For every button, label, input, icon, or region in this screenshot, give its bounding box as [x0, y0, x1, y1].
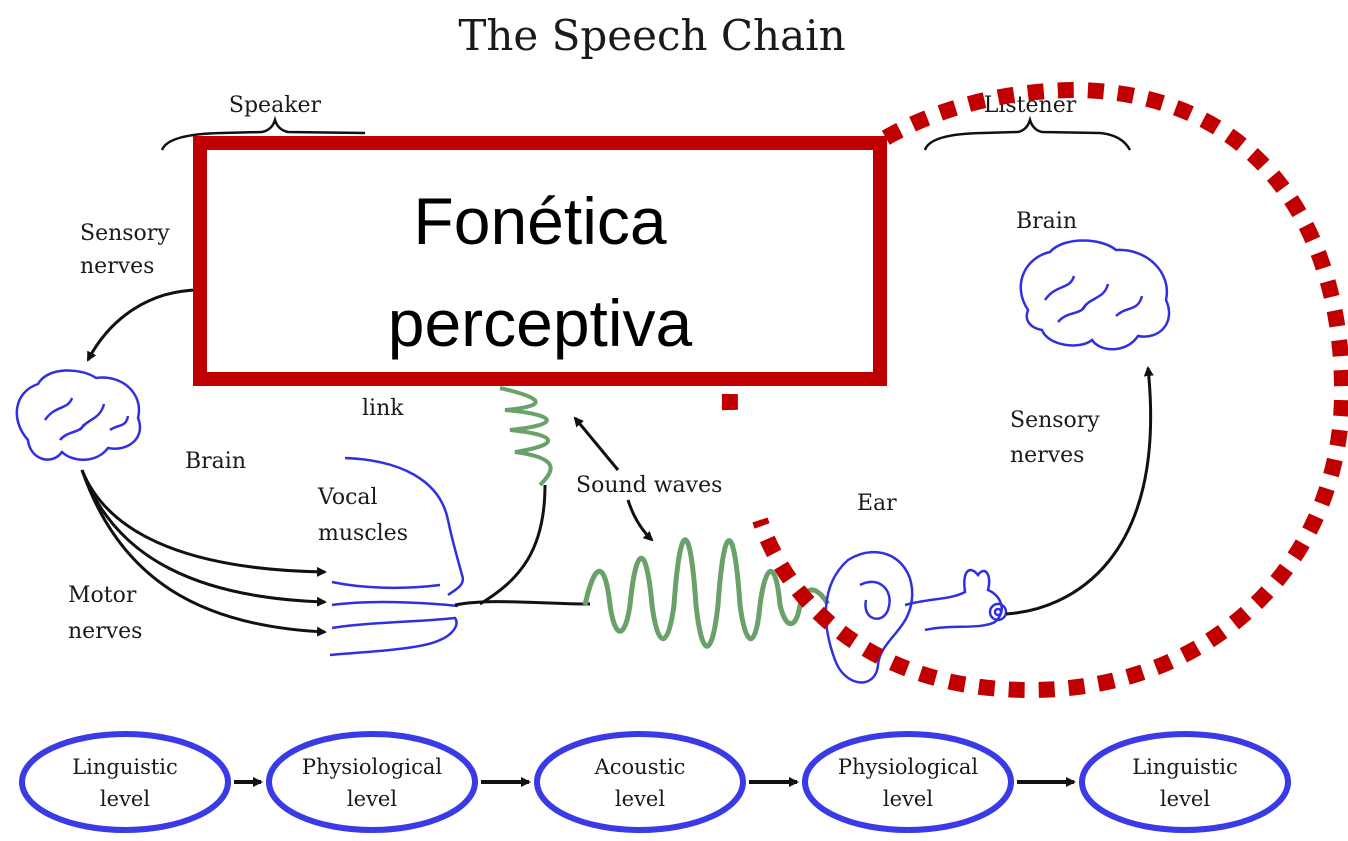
listener-sensory-nerves-arrow: [1006, 368, 1151, 614]
diagram-title: The Speech Chain: [458, 11, 845, 60]
air-flow-line: [455, 602, 590, 605]
speaker-sensory-nerves-line1: Sensory: [80, 221, 170, 246]
speaker-brain-icon: [17, 370, 140, 459]
level-label-line2: level: [883, 787, 933, 811]
sound-wave: [585, 540, 828, 647]
sound-waves-arrow-down: [628, 500, 652, 540]
ear-label: Ear: [857, 491, 897, 516]
motor-nerves-line1: Motor: [68, 583, 137, 608]
level-label-line1: Physiological: [302, 755, 442, 779]
level-label-line2: level: [615, 787, 665, 811]
level-chain: Linguistic level Physiological level Acousti…: [22, 734, 1288, 830]
speaker-brain-label: Brain: [185, 449, 246, 474]
level-ellipse: [1082, 734, 1288, 830]
listener-sensory-nerves-line2: nerves: [1010, 443, 1084, 468]
speaker-label: Speaker: [229, 93, 322, 118]
vocal-muscles-line1: Vocal: [317, 485, 378, 510]
fonetica-perceptiva-box: Fonética perceptiva: [200, 143, 880, 379]
listener-brace: [925, 120, 1130, 150]
sound-waves-label: Sound waves: [576, 473, 722, 498]
speaker-sensory-nerves-line2: nerves: [80, 254, 154, 279]
listener-sensory-nerves-line1: Sensory: [1010, 408, 1100, 433]
listener-brain-icon: [1021, 241, 1169, 350]
level-label-line2: level: [100, 787, 150, 811]
level-ellipse: [805, 734, 1011, 830]
level-ellipse: [269, 734, 475, 830]
listener-brain-label: Brain: [1016, 209, 1077, 234]
feedback-link-label: link: [362, 396, 404, 421]
vocal-muscles-line2: muscles: [318, 521, 408, 546]
feedback-path: [480, 485, 545, 604]
ear-icon: [826, 552, 1006, 682]
level-label-line1: Acoustic: [594, 755, 686, 779]
motor-nerves-line2: nerves: [68, 619, 142, 644]
level-label-line1: Physiological: [838, 755, 978, 779]
level-label-line1: Linguistic: [72, 755, 178, 779]
speaker-sensory-nerves-arrow: [88, 290, 200, 360]
overlay-text-line1: Fonética: [413, 184, 666, 258]
sound-waves-arrow-up: [575, 418, 618, 470]
level-ellipse: [22, 734, 228, 830]
level-label-line1: Linguistic: [1132, 755, 1238, 779]
feedback-wave: [500, 388, 551, 485]
level-ellipse: [537, 734, 743, 830]
overlay-text-line2: perceptiva: [388, 286, 693, 360]
level-label-line2: level: [347, 787, 397, 811]
level-label-line2: level: [1160, 787, 1210, 811]
